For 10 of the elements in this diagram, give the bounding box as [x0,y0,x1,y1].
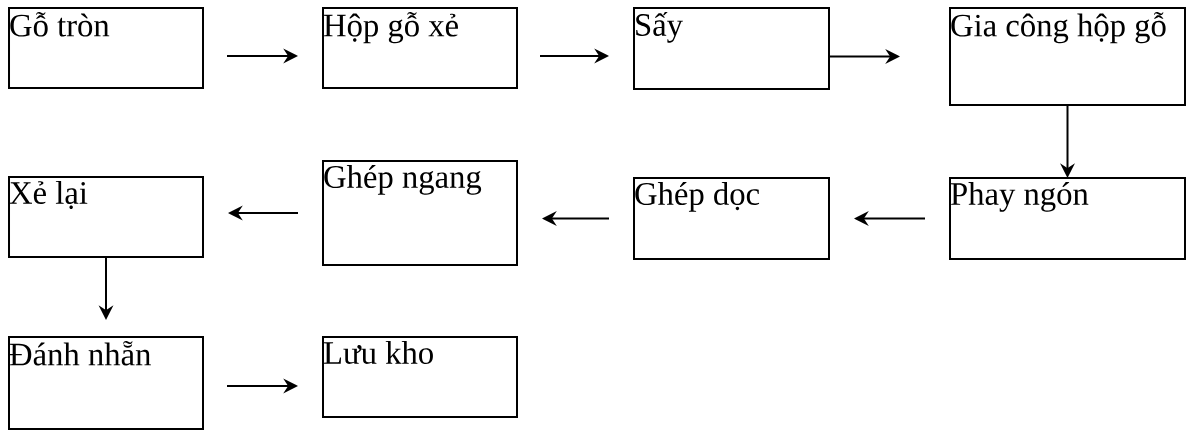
process-box: Ghép dọc [633,177,830,260]
process-box: Gỗ tròn [8,7,204,89]
process-box: Ghép ngang [322,160,518,266]
process-box: Đánh nhẵn [8,336,204,430]
process-box: Phay ngón [949,177,1186,260]
process-box: Xẻ lại [8,176,204,258]
process-box: Sấy [633,7,830,90]
process-box: Hộp gỗ xẻ [322,7,518,89]
process-box: Lưu kho [322,336,518,418]
process-box: Gia công hộp gỗ [949,7,1186,106]
